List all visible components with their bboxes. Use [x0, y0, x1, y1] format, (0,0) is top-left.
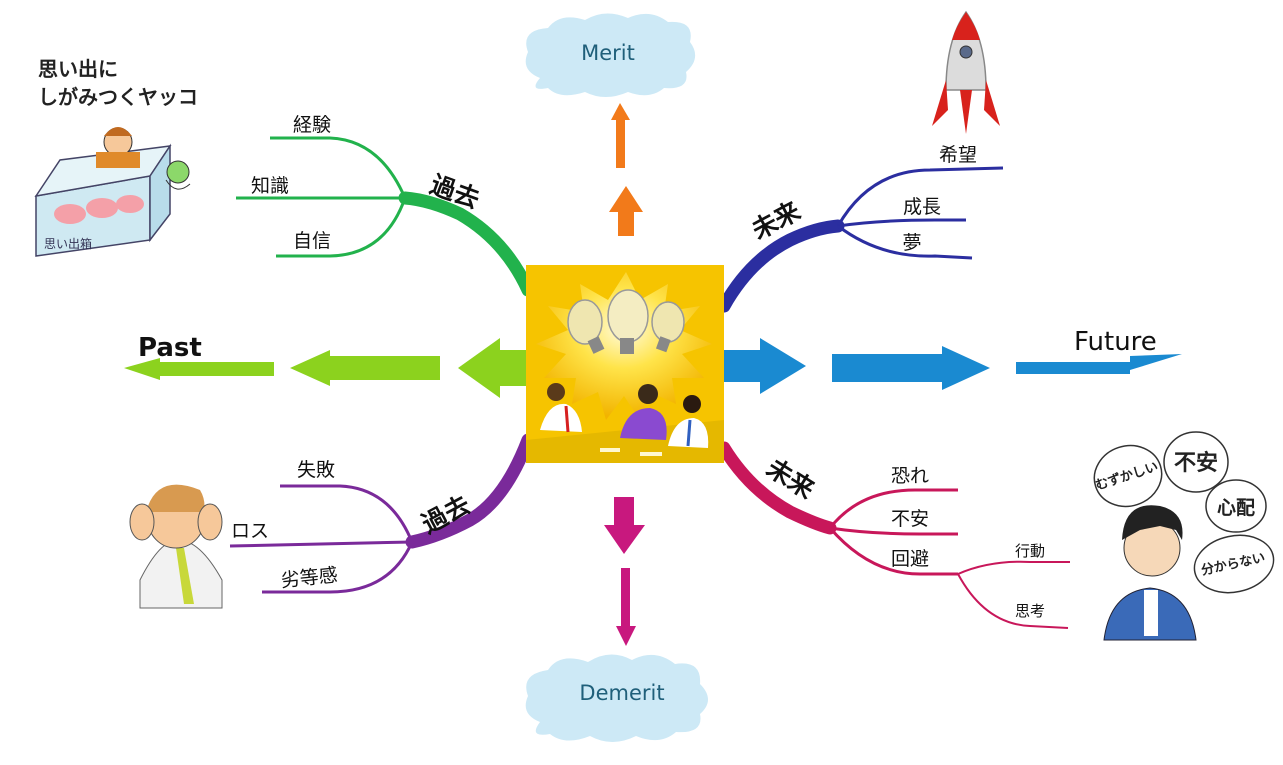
future-label: Future — [1074, 327, 1157, 357]
worried-word-anxiety: 不安 — [1174, 450, 1218, 476]
lightbulb-icon — [607, 289, 649, 354]
branch-item-growth: 成長 — [903, 196, 941, 218]
memory-box-illustration: 思い出に しがみつくヤッコ 思い出箱 — [14, 48, 236, 260]
demerit-cloud: Demerit — [525, 654, 708, 742]
branch-item-loss: ロス — [231, 520, 269, 542]
branch-item-inferiority: 劣等感 — [280, 564, 339, 592]
merit-label: Merit — [581, 41, 635, 65]
branch-item-experience: 経験 — [293, 114, 331, 136]
branch-item-fear: 恐れ — [891, 465, 929, 487]
branch-past-negative: 過去 失敗 ロス 劣等感 — [229, 433, 535, 594]
lightbulb-icon — [567, 299, 605, 354]
stressed-man-icon — [129, 484, 223, 609]
worried-man-icon — [1103, 505, 1197, 641]
branch-item-thinking: 思考 — [1015, 602, 1045, 620]
past-label: Past — [138, 333, 202, 363]
future-arrows — [724, 338, 1182, 394]
rocket-icon — [932, 10, 1000, 134]
worried-man-illustration: むずかしい 不安 心配 分からない — [1093, 431, 1275, 641]
branch-item-confidence: 自信 — [293, 230, 331, 252]
branch-past-positive: 過去 経験 知識 自信 — [232, 114, 535, 297]
branch-item-hope: 希望 — [939, 144, 977, 166]
branch-item-anxiety: 不安 — [891, 508, 929, 530]
merit-arrows — [609, 103, 643, 236]
memory-caption-line2: しがみつくヤッコ — [38, 85, 198, 109]
meeting-people-icon — [540, 383, 709, 456]
branch-item-avoidance: 回避 — [891, 548, 929, 570]
branch-item-failure: 失敗 — [297, 459, 335, 481]
branch-future-positive: 未来 希望 成長 夢 — [717, 144, 1004, 313]
demerit-label: Demerit — [579, 681, 664, 705]
branch-item-dream: 夢 — [902, 232, 921, 254]
center-brainstorm-image — [526, 265, 724, 463]
memory-box-label: 思い出箱 — [44, 236, 92, 251]
branch-future-negative: 未来 恐れ 不安 回避 行動 思考 — [717, 441, 1070, 629]
merit-cloud: Merit — [525, 13, 696, 98]
worried-word-worry: 心配 — [1217, 497, 1255, 519]
branch-item-knowledge: 知識 — [251, 175, 289, 197]
lightbulb-icon — [651, 301, 685, 353]
memory-caption-line1: 思い出に — [38, 57, 118, 81]
branch-item-action: 行動 — [1015, 542, 1045, 560]
demerit-arrows — [604, 497, 645, 646]
past-arrows — [124, 338, 528, 398]
